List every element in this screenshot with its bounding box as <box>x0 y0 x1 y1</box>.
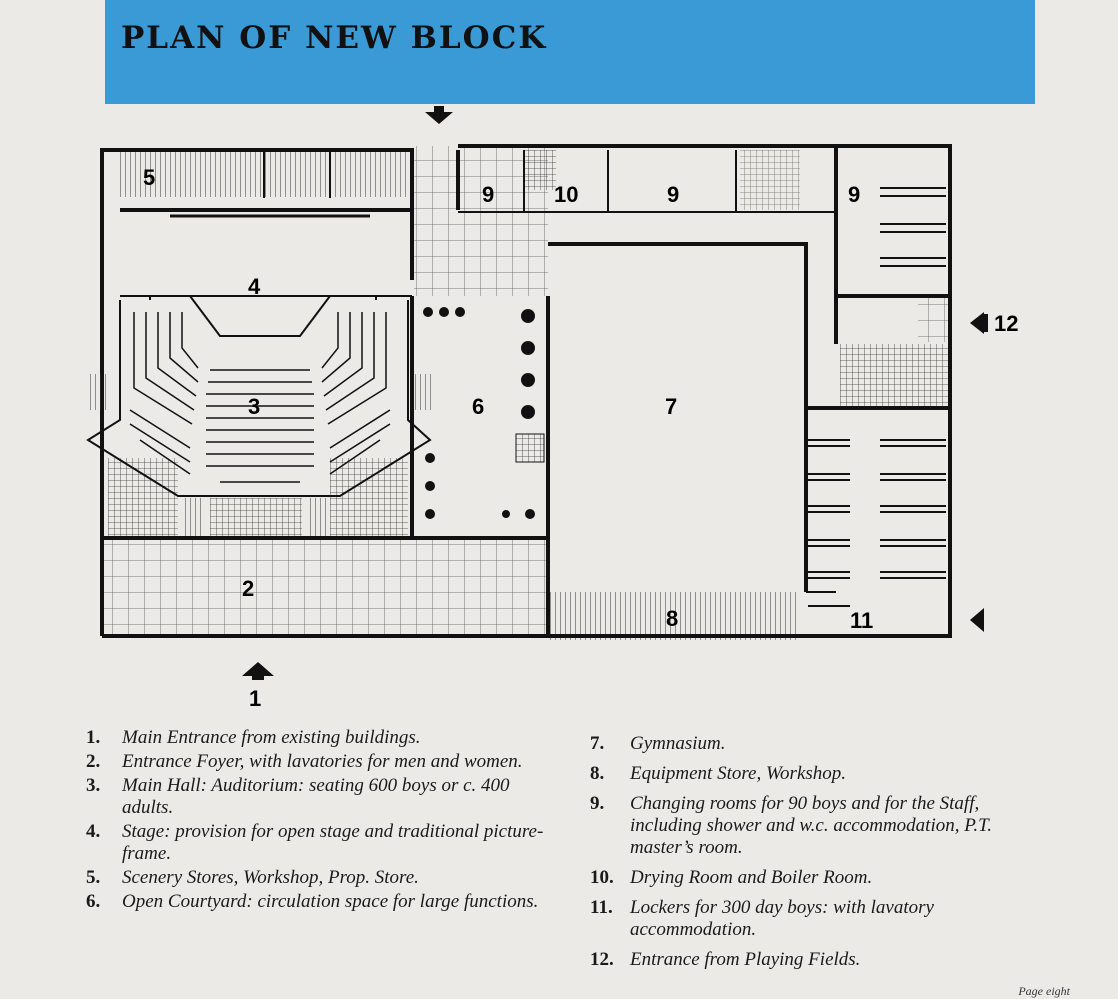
legend-item: 3.Main Hall: Auditorium: seating 600 boy… <box>86 775 510 818</box>
side-entrance-arrow <box>970 608 984 632</box>
page-title: PLAN OF NEW BLOCK <box>121 20 548 56</box>
legend-item: 12.Entrance from Playing Fields. <box>590 949 861 970</box>
legend-item: 8.Equipment Store, Workshop. <box>590 763 847 784</box>
legend-item: 10.Drying Room and Boiler Room. <box>590 867 873 888</box>
plan-label-4: 4 <box>248 274 261 299</box>
main-entrance-arrow <box>242 662 274 676</box>
top-entrance-arrow <box>425 112 453 124</box>
courtyard-plants <box>423 307 545 519</box>
plan-label-9b: 9 <box>667 182 679 207</box>
plan-label-8: 8 <box>666 606 678 631</box>
legend-item: 2.Entrance Foyer, with lavatories for me… <box>86 751 523 772</box>
floor-plan: 5 4 3 2 6 7 8 9 10 9 9 11 12 1 <box>86 106 1018 711</box>
lavatory-left <box>108 458 178 538</box>
plan-label-2: 2 <box>242 576 254 601</box>
plan-label-12: 12 <box>994 311 1018 336</box>
plan-label-9a: 9 <box>482 182 494 207</box>
plan-label-9c: 9 <box>848 182 860 207</box>
stage <box>149 214 377 337</box>
legend-item: 4.Stage: provision for open stage and tr… <box>86 821 544 864</box>
plan-label-6: 6 <box>472 394 484 419</box>
legend-left: 1.Main Entrance from existing buildings.… <box>86 727 548 915</box>
equipment-store <box>550 592 800 640</box>
foyer-tiles <box>102 538 548 636</box>
legend-item: 5.Scenery Stores, Workshop, Prop. Store. <box>86 867 419 888</box>
drying-room-tiles <box>524 150 556 190</box>
entrance-12-arrow <box>970 312 984 334</box>
plan-label-11: 11 <box>850 608 873 633</box>
plan-label-10: 10 <box>554 182 578 207</box>
entrance-12-tiles <box>918 298 952 342</box>
legend-item: 9.Changing rooms for 90 boys and for the… <box>590 793 993 858</box>
plan-labels: 5 4 3 2 6 7 8 9 10 9 9 11 12 1 <box>143 165 1018 711</box>
shower-block <box>840 344 950 406</box>
legend-item: 6.Open Courtyard: circulation space for … <box>86 891 539 912</box>
plan-label-7: 7 <box>665 394 677 419</box>
page-number: Page eight <box>1018 984 1070 998</box>
scenery-stores <box>120 149 412 197</box>
auditorium <box>86 300 434 536</box>
plan-label-5: 5 <box>143 165 155 190</box>
plan-label-3: 3 <box>248 394 260 419</box>
legend-item: 1.Main Entrance from existing buildings. <box>86 727 421 748</box>
plan-label-1: 1 <box>249 686 261 711</box>
shower-top <box>740 150 800 210</box>
title-banner: PLAN OF NEW BLOCK <box>105 0 1035 104</box>
locker-rows <box>808 187 946 607</box>
lavatory-right <box>330 458 408 538</box>
legend-right: 7.Gymnasium. 8.Equipment Store, Workshop… <box>590 733 1050 979</box>
legend-item: 7.Gymnasium. <box>590 733 726 754</box>
legend-item: 11.Lockers for 300 day boys: with lavato… <box>590 897 934 940</box>
